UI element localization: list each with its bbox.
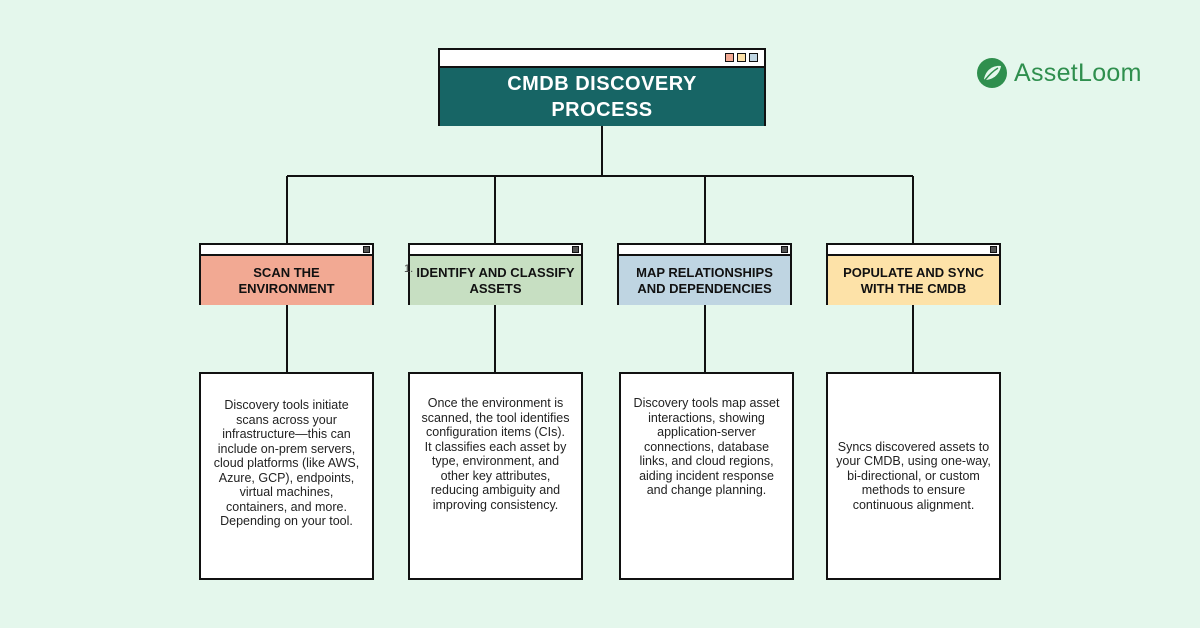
window-square-icon <box>990 246 997 253</box>
step-label-4: POPULATE AND SYNC WITH THE CMDB <box>828 256 999 305</box>
leaf-logo-icon <box>977 58 1007 88</box>
brand-name: AssetLoom <box>1014 58 1142 87</box>
window-dot-icon <box>749 53 758 62</box>
diagram-title: CMDB DISCOVERY PROCESS <box>440 68 764 126</box>
step-box-4: POPULATE AND SYNC WITH THE CMDB <box>826 243 1001 305</box>
step-label-3: MAP RELATIONSHIPS AND DEPENDENCIES <box>619 256 790 305</box>
window-square-icon <box>572 246 579 253</box>
step-description-1: Discovery tools initiate scans across yo… <box>199 372 374 580</box>
step-description-2: Once the environment is scanned, the too… <box>408 372 583 580</box>
step-description-3: Discovery tools map asset interactions, … <box>619 372 794 580</box>
step-box-1: SCAN THE ENVIRONMENT <box>199 243 374 305</box>
step-label-1: SCAN THE ENVIRONMENT <box>201 256 372 305</box>
title-window-bar <box>440 50 764 68</box>
brand-logo: AssetLoom <box>976 57 1142 89</box>
step-description-text-4: Syncs discovered assets to your CMDB, us… <box>836 439 991 512</box>
step-box-2: IDENTIFY AND CLASSIFY ASSETS <box>408 243 583 305</box>
window-square-icon <box>363 246 370 253</box>
stray-list-marker: 1. <box>404 263 414 275</box>
window-dot-icon <box>737 53 746 62</box>
step-description-text-1: Discovery tools initiate scans across yo… <box>213 398 360 528</box>
step-description-text-3: Discovery tools map asset interactions, … <box>633 396 780 497</box>
window-dot-icon <box>725 53 734 62</box>
step-label-2: IDENTIFY AND CLASSIFY ASSETS <box>410 256 581 305</box>
window-square-icon <box>781 246 788 253</box>
step-description-text-2: Once the environment is scanned, the too… <box>421 396 570 512</box>
step-box-3: MAP RELATIONSHIPS AND DEPENDENCIES <box>617 243 792 305</box>
title-window: CMDB DISCOVERY PROCESS <box>438 48 766 126</box>
step-description-4: Syncs discovered assets to your CMDB, us… <box>826 372 1001 580</box>
